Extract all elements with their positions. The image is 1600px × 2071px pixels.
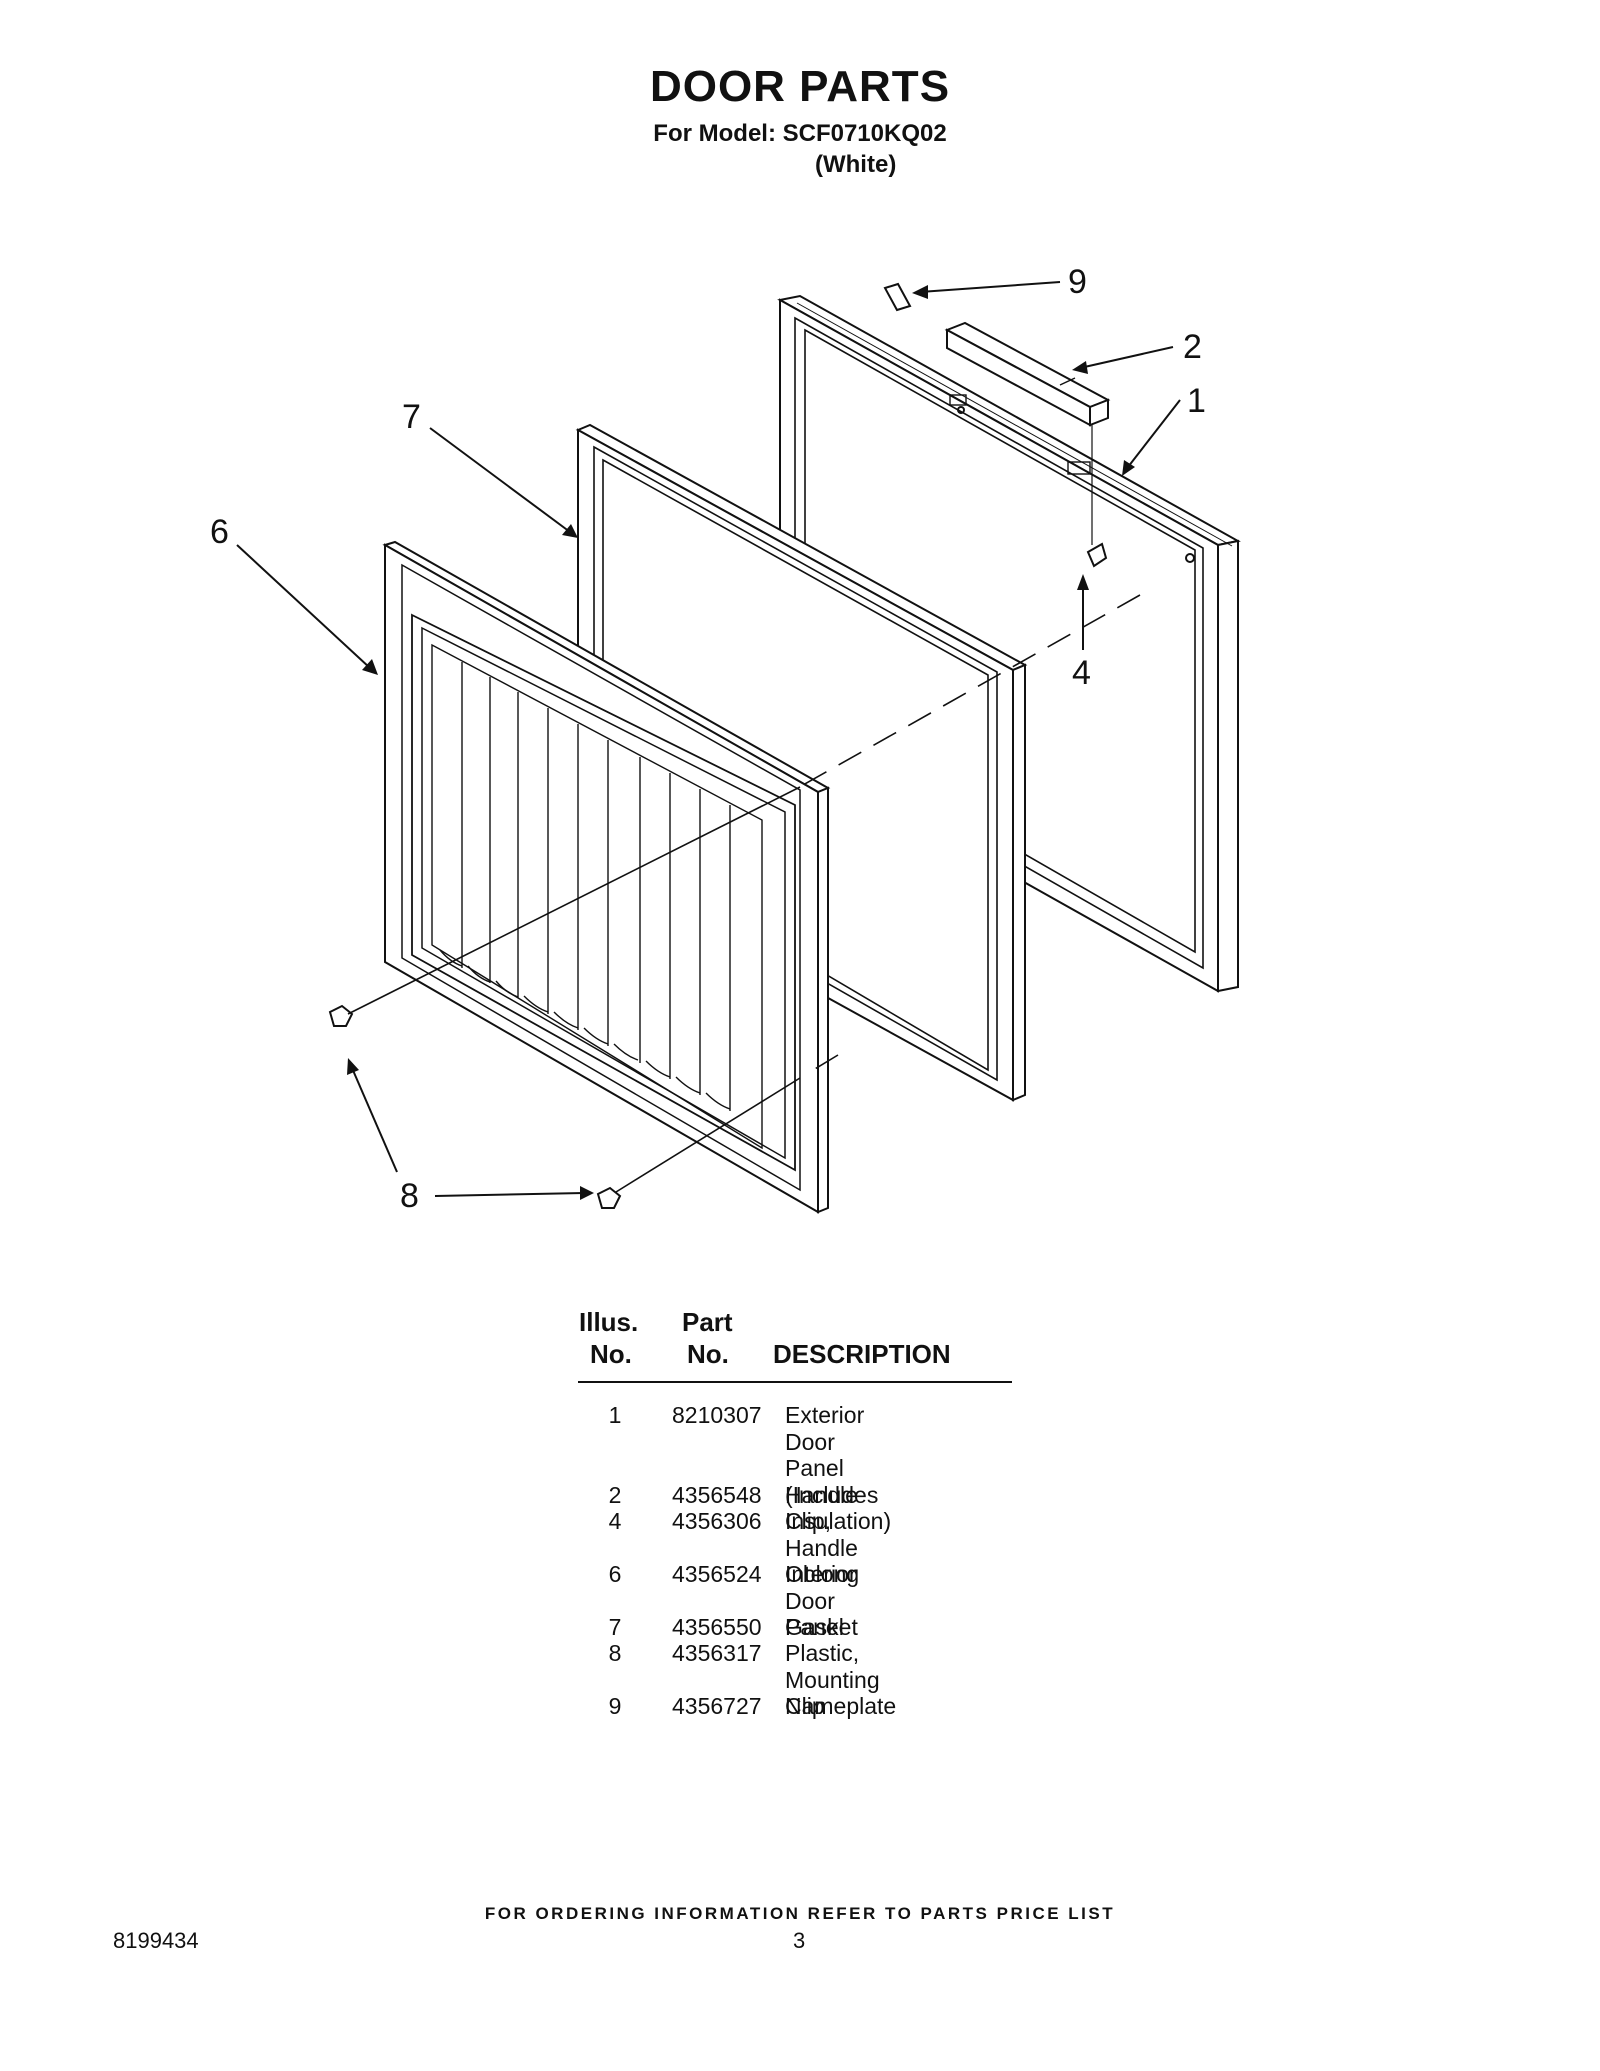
header-description: DESCRIPTION [773,1339,951,1369]
callout-9: 9 [1068,263,1087,301]
callout-6: 6 [210,513,229,551]
interior-door-panel [382,540,831,1214]
model-color: (White) [815,151,897,178]
header-illus-2: No. [590,1339,632,1369]
part-number: 4356727 [672,1693,762,1719]
gasket [575,423,1028,1102]
header-part-1: Part [682,1307,733,1337]
illus-number: 8 [608,1640,622,1666]
part-description: Interior Door Panel [785,1561,857,1640]
mounting-clips [328,1004,622,1209]
model-line: For Model: SCF0710KQ02 [653,120,947,147]
illus-number: 7 [608,1614,622,1640]
leader-lines [236,281,1181,1197]
part-description: Gasket [785,1614,858,1640]
part-number: 4356524 [672,1561,762,1587]
part-number: 4356317 [672,1640,762,1666]
illus-number: 9 [608,1693,622,1719]
document-number: 8199434 [113,1928,199,1953]
part-number: 4356550 [672,1614,762,1640]
handle [944,321,1111,545]
callout-1: 1 [1187,382,1206,420]
door-parts-diagram: 9 2 1 7 6 4 8 [210,263,1241,1215]
nameplate [883,282,912,312]
illus-number: 1 [608,1402,622,1428]
header-rule [578,1381,1012,1383]
callout-8: 8 [400,1177,419,1215]
illus-number: 2 [608,1482,622,1508]
part-description: Exterior Door Panel (Includes Insulation… [785,1402,892,1534]
handle-clip [1086,542,1108,568]
illus-number: 6 [608,1561,622,1587]
part-description: Handle [785,1482,858,1508]
liner-ribs [439,662,731,1111]
part-number: 8210307 [672,1402,762,1428]
part-description: Clip, Handle Oblong [785,1508,860,1587]
callout-7: 7 [402,398,421,436]
part-number: 4356548 [672,1482,762,1508]
illus-number: 4 [608,1508,622,1534]
ordering-note: FOR ORDERING INFORMATION REFER TO PARTS … [484,1904,1116,1923]
page-title: DOOR PARTS [649,62,951,111]
part-description: Plastic, Mounting Clip [785,1640,880,1719]
part-number: 4356306 [672,1508,762,1534]
callout-4: 4 [1072,654,1091,692]
header-part-2: No. [687,1339,729,1369]
header-illus-1: Illus. [579,1307,639,1337]
exterior-door-panel [777,294,1241,993]
callout-2: 2 [1183,328,1202,366]
leader-arrowheads [347,285,1135,1200]
page-number: 3 [793,1928,806,1953]
part-description: Nameplate [785,1693,897,1719]
